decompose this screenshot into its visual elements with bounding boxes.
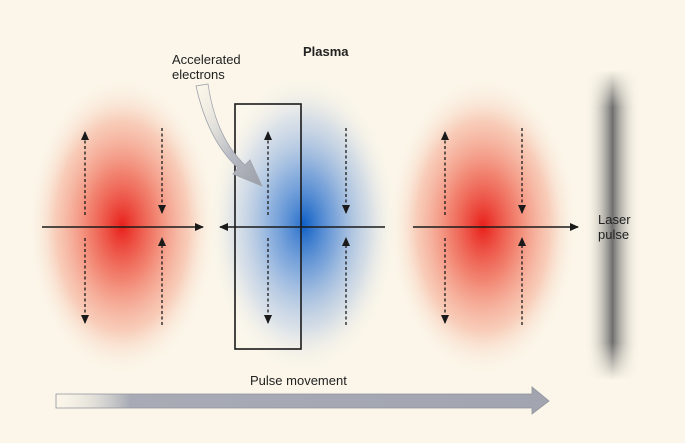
red-field-right bbox=[388, 76, 578, 376]
dashed-arrows-right bbox=[441, 128, 526, 325]
laser-pulse-band bbox=[585, 70, 640, 380]
accelerated-electrons-label-line1: Accelerated bbox=[172, 52, 241, 67]
pulse-movement-label: Pulse movement bbox=[250, 373, 347, 388]
blue-field-center bbox=[208, 74, 398, 374]
plasma-label: Plasma bbox=[303, 44, 349, 59]
red-field-left bbox=[27, 76, 217, 376]
laser-pulse-label-line1: Laser bbox=[598, 212, 631, 227]
laser-pulse-label-line2: pulse bbox=[598, 227, 630, 242]
dashed-arrows-center bbox=[264, 128, 350, 325]
accelerated-electrons-arrow bbox=[195, 83, 263, 187]
dashed-arrows-left bbox=[81, 128, 166, 325]
pulse-movement-arrow bbox=[55, 386, 550, 415]
accelerated-electrons-label-line2: electrons bbox=[172, 67, 225, 82]
